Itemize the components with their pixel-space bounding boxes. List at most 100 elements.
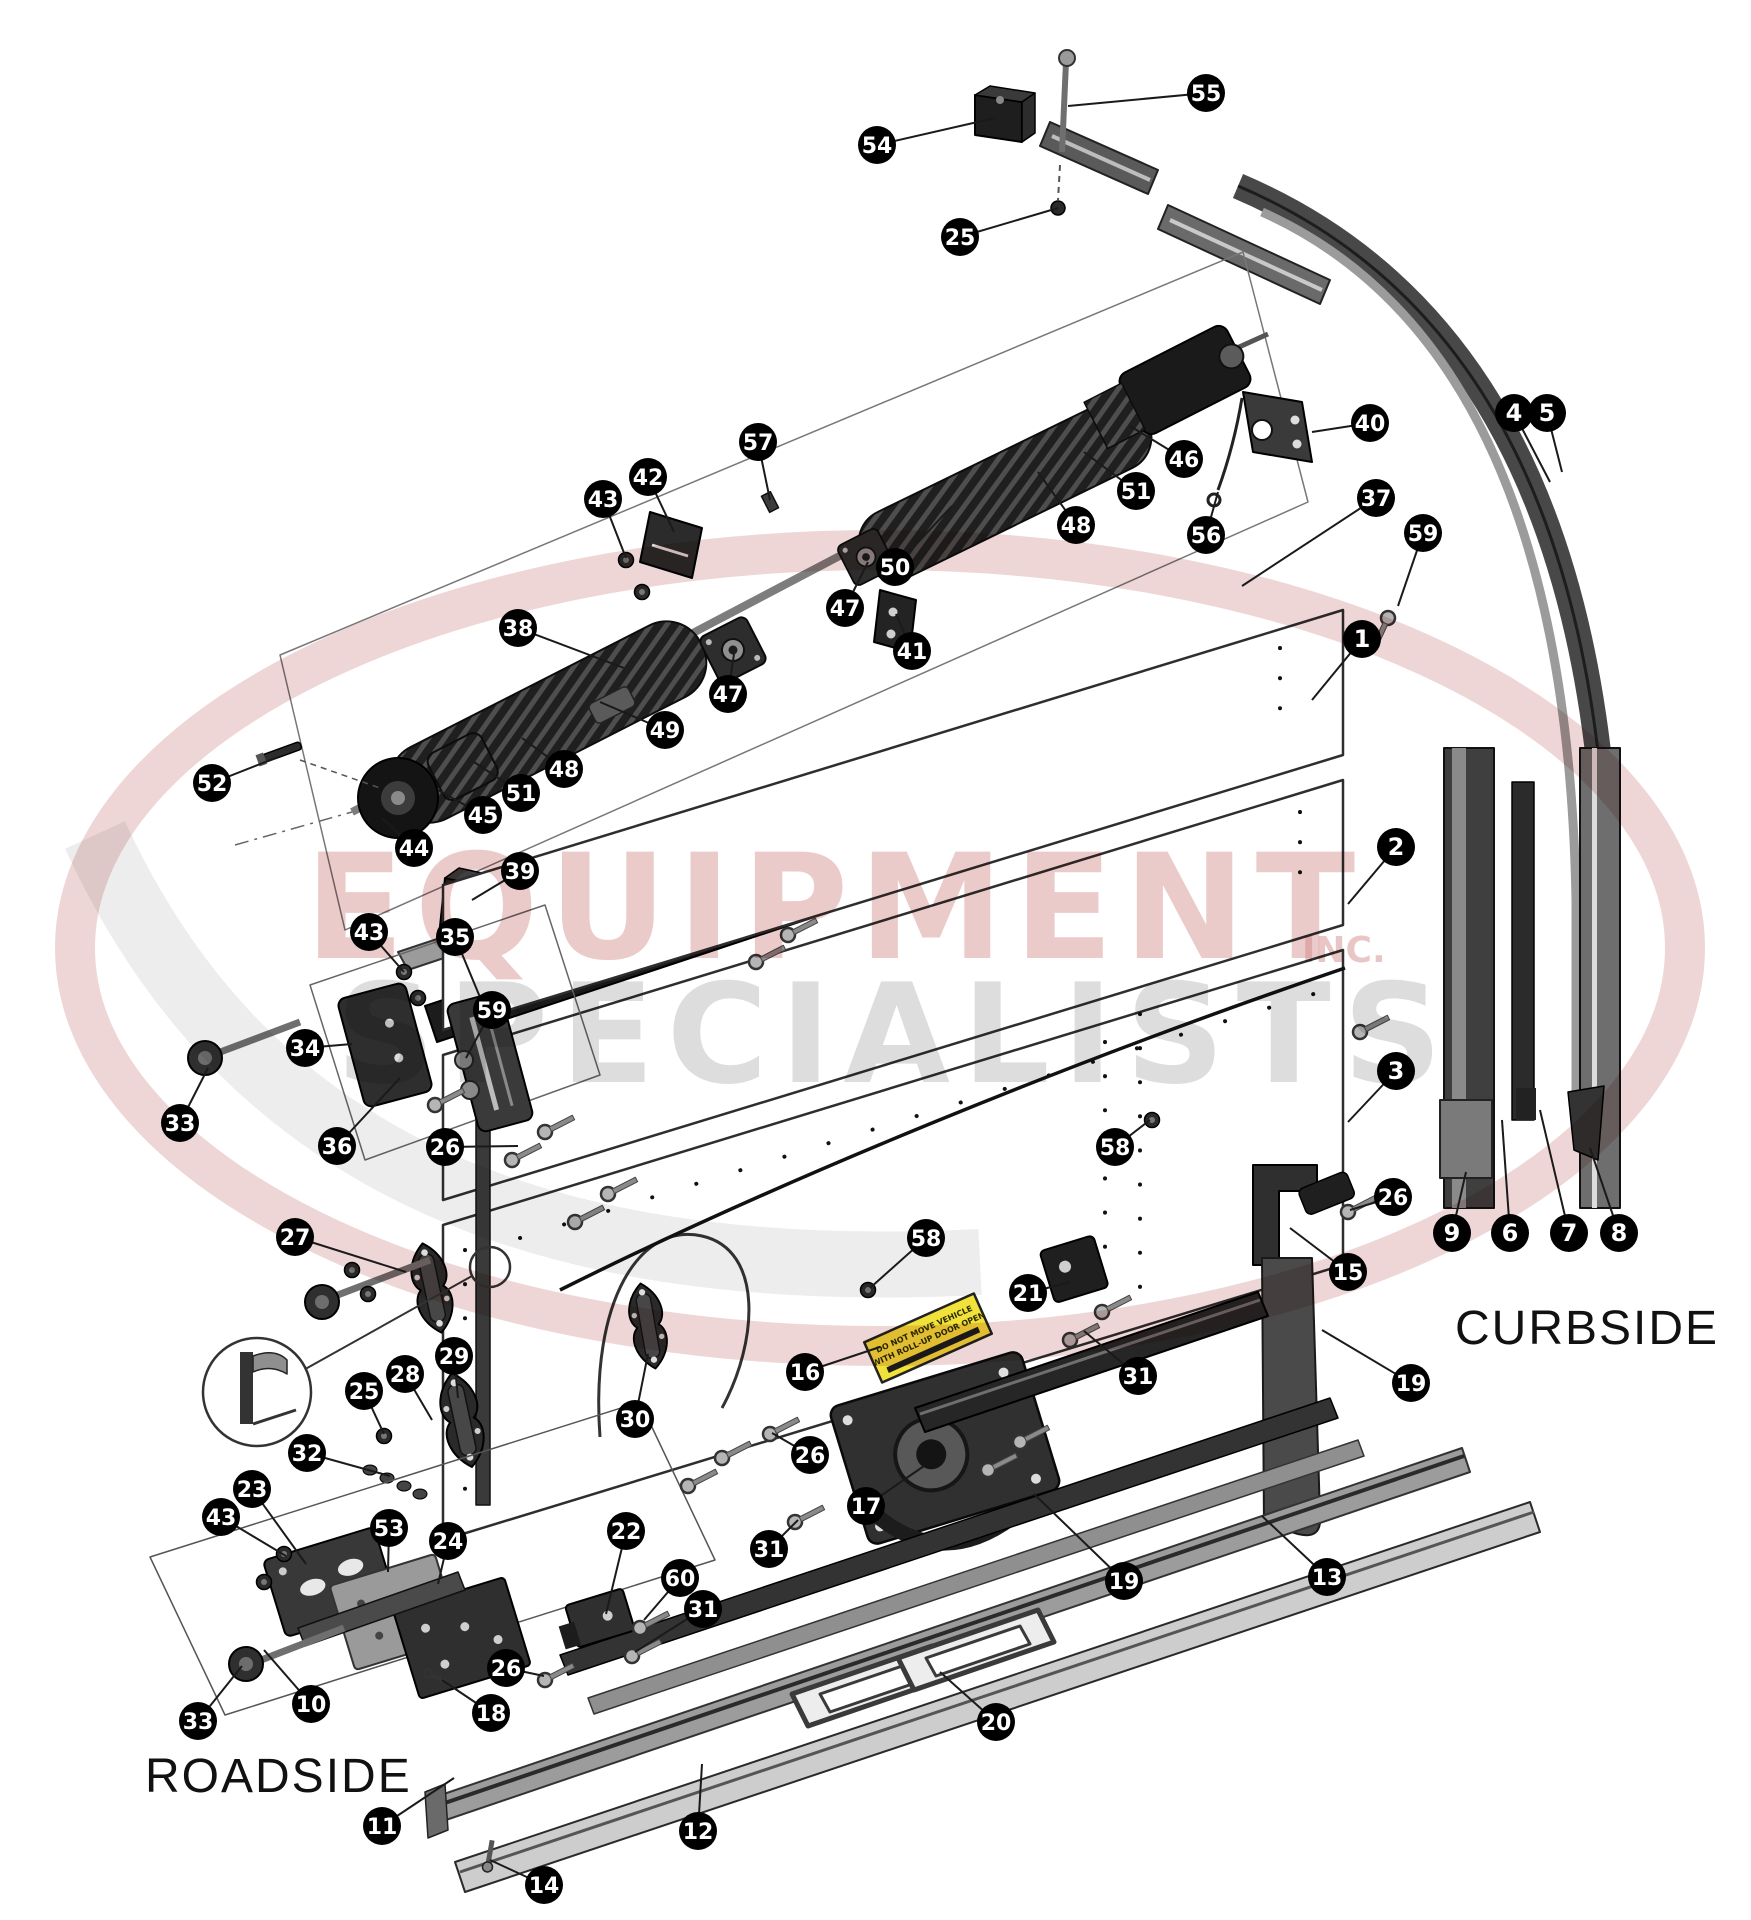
callout-31: 31 bbox=[1119, 1357, 1157, 1395]
svg-text:57: 57 bbox=[743, 431, 774, 456]
callout-24: 24 bbox=[429, 1522, 467, 1560]
callout-47: 47 bbox=[709, 675, 747, 713]
callout-2: 2 bbox=[1377, 828, 1415, 866]
callout-35: 35 bbox=[436, 918, 474, 956]
callout-10: 10 bbox=[292, 1685, 330, 1723]
callout-26: 26 bbox=[487, 1649, 525, 1687]
callout-4: 4 bbox=[1495, 394, 1533, 432]
svg-text:19: 19 bbox=[1109, 1570, 1140, 1595]
svg-text:14: 14 bbox=[529, 1874, 560, 1899]
svg-text:49: 49 bbox=[650, 719, 681, 744]
header-bolt bbox=[1050, 49, 1076, 216]
parts-layer: DO NOT MOVE VEHICLE WITH ROLL-UP DOOR OP… bbox=[149, 49, 1621, 1893]
svg-text:46: 46 bbox=[1169, 448, 1200, 473]
callout-19: 19 bbox=[1105, 1562, 1143, 1600]
svg-text:48: 48 bbox=[549, 758, 580, 783]
leader-line-54 bbox=[876, 117, 996, 146]
svg-text:44: 44 bbox=[399, 837, 430, 862]
svg-text:43: 43 bbox=[354, 921, 385, 946]
svg-text:51: 51 bbox=[506, 782, 537, 807]
bottom-rails bbox=[423, 1397, 1541, 1893]
callout-26: 26 bbox=[426, 1128, 464, 1166]
svg-text:26: 26 bbox=[1378, 1186, 1409, 1211]
set-screw bbox=[760, 490, 780, 514]
track-post bbox=[1439, 1099, 1493, 1179]
label-roadside: ROADSIDE bbox=[145, 1750, 412, 1803]
svg-text:24: 24 bbox=[433, 1530, 464, 1555]
callout-29: 29 bbox=[435, 1337, 473, 1375]
svg-text:41: 41 bbox=[897, 640, 928, 665]
callout-49: 49 bbox=[646, 711, 684, 749]
callout-17: 17 bbox=[847, 1487, 885, 1525]
svg-text:10: 10 bbox=[296, 1693, 327, 1718]
svg-text:16: 16 bbox=[790, 1361, 821, 1386]
callout-5: 5 bbox=[1528, 394, 1566, 432]
callout-55: 55 bbox=[1187, 74, 1225, 112]
label-curbside: CURBSIDE bbox=[1455, 1302, 1719, 1355]
callout-37: 37 bbox=[1357, 479, 1395, 517]
svg-text:29: 29 bbox=[439, 1345, 470, 1370]
leader-line-55 bbox=[1067, 92, 1207, 107]
callout-58: 58 bbox=[1096, 1128, 1134, 1166]
svg-text:36: 36 bbox=[322, 1135, 353, 1160]
callout-52: 52 bbox=[193, 764, 231, 802]
svg-text:31: 31 bbox=[754, 1538, 785, 1563]
svg-text:19: 19 bbox=[1396, 1372, 1427, 1397]
svg-text:50: 50 bbox=[880, 556, 911, 581]
callout-59: 59 bbox=[473, 991, 511, 1029]
svg-text:52: 52 bbox=[197, 772, 228, 797]
callout-53: 53 bbox=[370, 1509, 408, 1547]
callout-1: 1 bbox=[1343, 620, 1381, 658]
callout-28: 28 bbox=[386, 1355, 424, 1393]
svg-text:22: 22 bbox=[611, 1520, 642, 1545]
leader-line-7 bbox=[1539, 1109, 1570, 1234]
bottom-bracket-22 bbox=[558, 1588, 636, 1650]
seal-stub bbox=[1516, 1088, 1536, 1120]
svg-text:51: 51 bbox=[1121, 480, 1152, 505]
callout-7: 7 bbox=[1550, 1214, 1588, 1252]
svg-text:35: 35 bbox=[440, 926, 471, 951]
callout-42: 42 bbox=[629, 458, 667, 496]
release-cable bbox=[1206, 397, 1244, 508]
svg-text:26: 26 bbox=[491, 1657, 522, 1682]
svg-text:43: 43 bbox=[588, 488, 619, 513]
svg-text:38: 38 bbox=[503, 617, 534, 642]
callout-6: 6 bbox=[1491, 1214, 1529, 1252]
svg-text:53: 53 bbox=[374, 1517, 405, 1542]
callout-21: 21 bbox=[1009, 1274, 1047, 1312]
callout-11: 11 bbox=[363, 1807, 401, 1845]
callout-43: 43 bbox=[584, 480, 622, 518]
svg-text:59: 59 bbox=[477, 999, 508, 1024]
svg-text:34: 34 bbox=[290, 1037, 321, 1062]
callout-58: 58 bbox=[907, 1219, 945, 1257]
watermark-word-1: EQUIPMENT bbox=[305, 823, 1366, 993]
svg-text:45: 45 bbox=[468, 804, 499, 829]
watermark-word-2: SPECIALISTS bbox=[336, 954, 1454, 1115]
svg-text:15: 15 bbox=[1333, 1261, 1364, 1286]
bottom-corner-plates bbox=[149, 1401, 716, 1716]
svg-text:25: 25 bbox=[349, 1380, 380, 1405]
hinge-plate-34 bbox=[337, 982, 433, 1108]
svg-text:58: 58 bbox=[911, 1227, 942, 1252]
callout-3: 3 bbox=[1377, 1052, 1415, 1090]
svg-text:56: 56 bbox=[1191, 524, 1222, 549]
svg-text:2: 2 bbox=[1388, 833, 1405, 861]
svg-text:31: 31 bbox=[688, 1598, 719, 1623]
callout-33: 33 bbox=[161, 1104, 199, 1142]
svg-text:37: 37 bbox=[1361, 487, 1392, 512]
callout-38: 38 bbox=[499, 609, 537, 647]
callout-22: 22 bbox=[607, 1512, 645, 1550]
flag-bracket bbox=[1242, 391, 1313, 463]
svg-text:25: 25 bbox=[945, 226, 976, 251]
svg-text:8: 8 bbox=[1611, 1219, 1628, 1247]
callout-60: 60 bbox=[661, 1559, 699, 1597]
svg-text:39: 39 bbox=[505, 860, 536, 885]
callout-48: 48 bbox=[545, 750, 583, 788]
callout-57: 57 bbox=[739, 423, 777, 461]
svg-text:48: 48 bbox=[1061, 514, 1092, 539]
svg-text:11: 11 bbox=[367, 1815, 398, 1840]
svg-text:59: 59 bbox=[1408, 522, 1439, 547]
callout-25: 25 bbox=[345, 1372, 383, 1410]
winding-drum-right bbox=[1083, 324, 1252, 450]
